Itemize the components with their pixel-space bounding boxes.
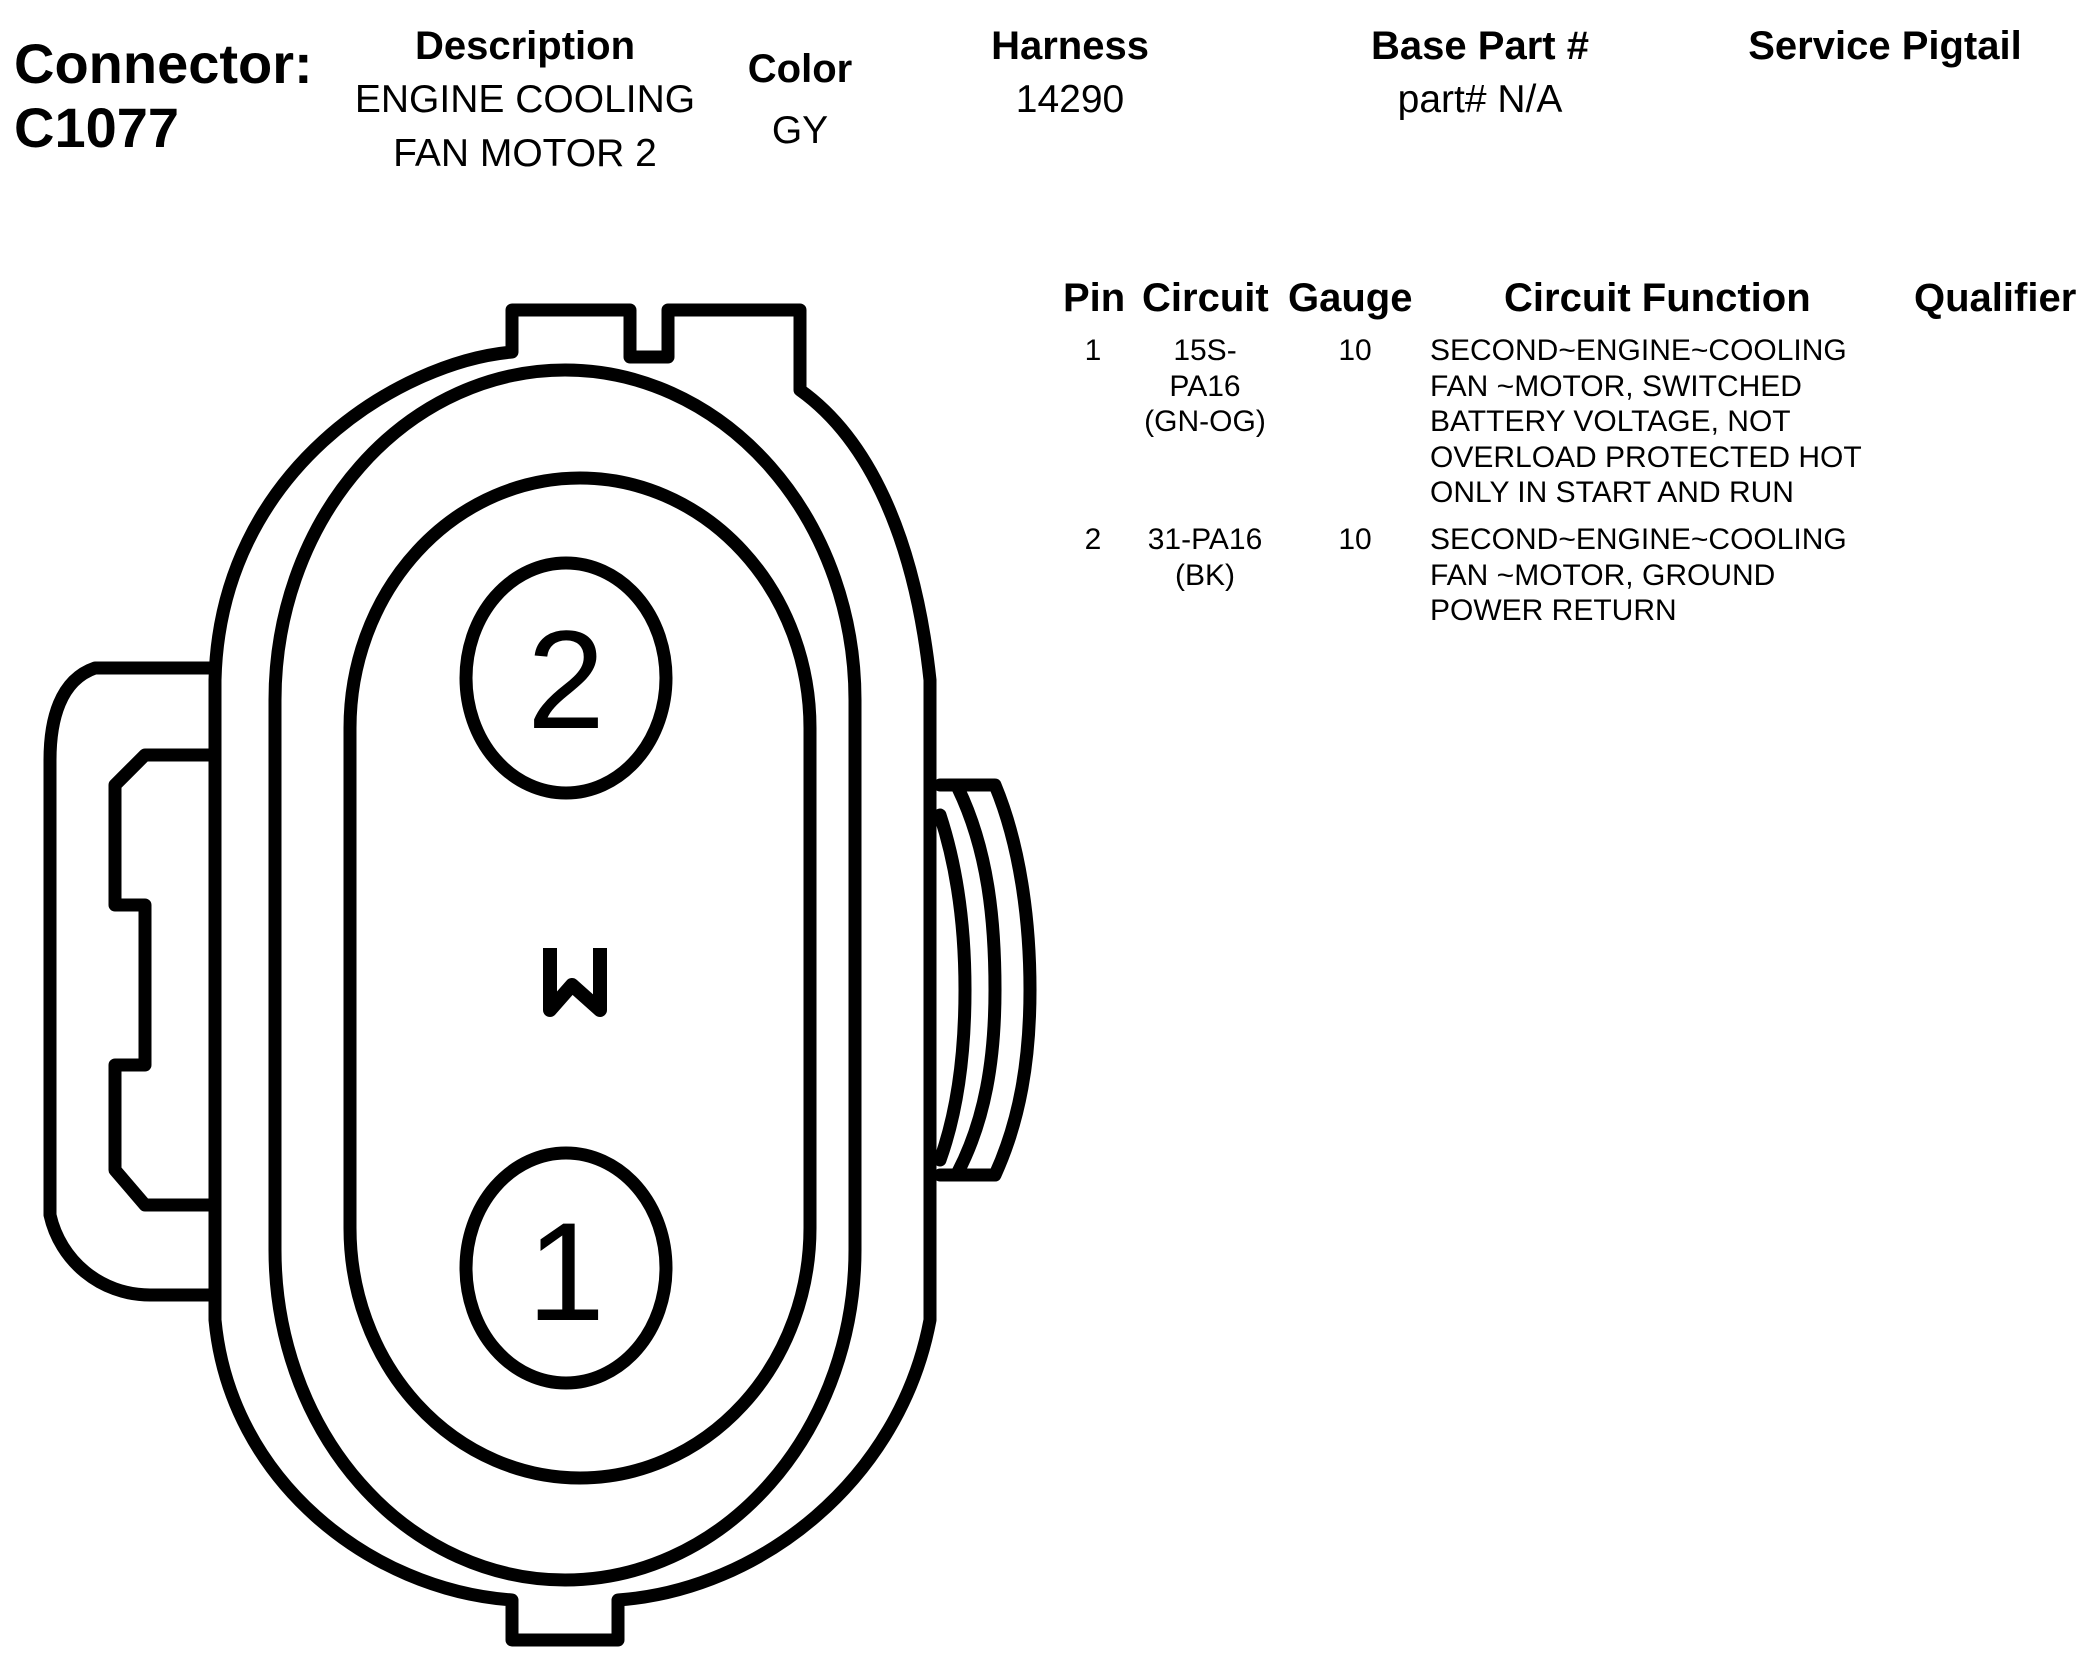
pin-1-label: 1 — [527, 1193, 605, 1350]
locking-latch-inner — [108, 748, 217, 1212]
polarity-mark-icon — [543, 948, 607, 1017]
color-header: Color — [747, 47, 853, 91]
base-part-header: Base Part # — [1371, 24, 1589, 68]
connector-title: Connector: C1077 — [14, 32, 313, 160]
description-column: Description ENGINE COOLING FAN MOTOR 2 — [330, 22, 720, 178]
side-rib-outer — [933, 778, 1037, 1182]
color-column: Color GY — [730, 45, 870, 155]
pin-cavity-outline — [343, 471, 817, 1485]
row-2-function: SECOND~ENGINE~COOLING FAN ~MOTOR, GROUND… — [1430, 523, 1847, 627]
connector-id: C1077 — [14, 96, 180, 159]
pin-1-terminal — [459, 1146, 673, 1390]
row-2-pin: 2 — [1084, 523, 1102, 556]
row-2-gauge: 10 — [1338, 523, 1372, 556]
description-line-2: FAN MOTOR 2 — [393, 132, 657, 175]
connector-label: Connector: — [14, 32, 313, 95]
harness-header: Harness — [991, 24, 1149, 68]
side-rib-middle — [951, 781, 1002, 1179]
side-rib-inner — [933, 808, 972, 1167]
harness-value: 14290 — [1015, 78, 1125, 121]
service-pigtail-column: Service Pigtail — [1700, 22, 2070, 70]
connector-face-diagram: 2 1 — [0, 270, 1060, 1668]
row-1-function: SECOND~ENGINE~COOLING FAN ~MOTOR, SWITCH… — [1430, 334, 1862, 509]
harness-column: Harness 14290 — [940, 22, 1200, 124]
pin-2-label: 2 — [527, 601, 605, 758]
connector-shroud-outline — [268, 363, 862, 1587]
base-part-column: Base Part # part# N/A — [1330, 22, 1630, 124]
locking-latch-outline — [43, 661, 217, 1302]
row-1-gauge: 10 — [1338, 334, 1372, 367]
pin-2-terminal — [459, 556, 673, 800]
row-2-circuit: 31-PA16 (BK) — [1147, 523, 1263, 592]
row-1-pin: 1 — [1084, 334, 1102, 367]
description-line-1: ENGINE COOLING — [354, 78, 696, 121]
service-pigtail-header: Service Pigtail — [1748, 24, 2022, 68]
connector-housing-outline — [208, 303, 937, 1647]
circuit-function-column-header: Circuit Function — [1504, 276, 1811, 320]
base-part-value: part# N/A — [1397, 78, 1563, 121]
color-value: GY — [771, 109, 829, 152]
circuit-column-header: Circuit — [1142, 276, 1269, 320]
qualifier-column-header: Qualifier — [1914, 276, 2077, 320]
row-1-circuit: 15S- PA16 (GN-OG) — [1144, 334, 1266, 438]
gauge-column-header: Gauge — [1288, 276, 1413, 320]
pin-column-header: Pin — [1063, 276, 1126, 320]
description-header: Description — [414, 24, 636, 68]
